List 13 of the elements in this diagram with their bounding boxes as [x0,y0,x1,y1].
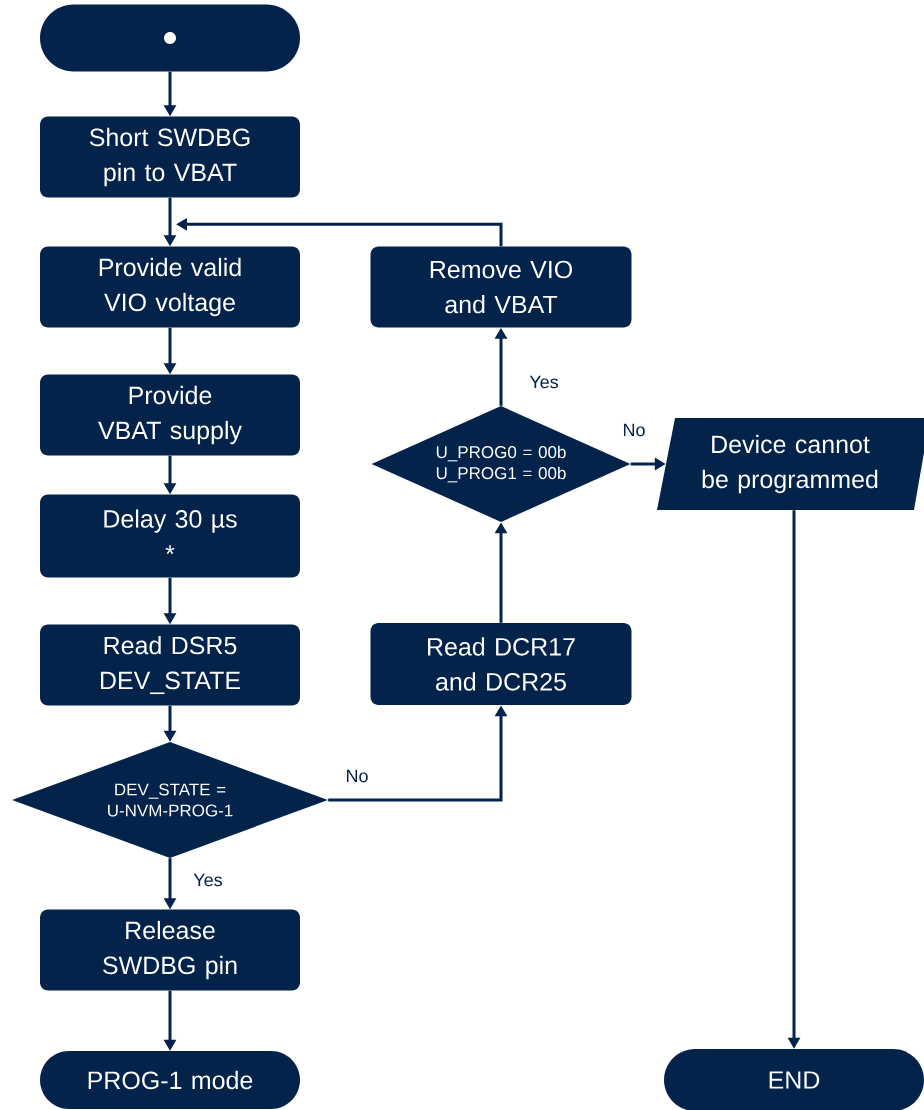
edge-label: Yes [192,872,224,888]
edge-label: No [344,768,370,784]
process-box: Release SWDBG pin [40,909,300,991]
terminal-shape [40,4,300,72]
process-box: Provide valid VIO voltage [40,246,300,328]
process-box: Read DCR17 and DCR25 [370,623,632,705]
process-box: Provide VBAT supply [40,374,300,456]
process-box: Short SWDBG pin to VBAT [40,116,300,198]
process-box: Read DSR5 DEV_STATE [40,624,300,706]
process-box: Remove VIO and VBAT [370,246,632,328]
output-parallelogram: Device cannot be programmed [657,418,924,510]
edge-label: Yes [528,374,560,390]
process-box: Delay 30 µs * [40,494,300,578]
